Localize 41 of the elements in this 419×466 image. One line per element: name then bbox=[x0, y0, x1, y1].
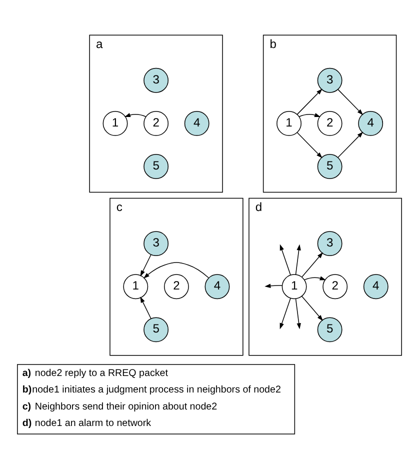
node-circle: 3 bbox=[144, 68, 169, 93]
arrow bbox=[338, 89, 364, 116]
node-circle: 2 bbox=[164, 274, 189, 300]
arrow bbox=[295, 244, 301, 275]
arrow bbox=[298, 113, 321, 118]
node-circle: 4 bbox=[184, 111, 210, 136]
arrow bbox=[140, 254, 152, 276]
node-circle: 2 bbox=[317, 111, 342, 136]
node-circle: 3 bbox=[144, 231, 169, 256]
arrow bbox=[124, 113, 146, 118]
node-circle: 3 bbox=[317, 68, 342, 93]
node-circle: 4 bbox=[363, 274, 388, 300]
arrow bbox=[295, 298, 301, 330]
node-circle: 3 bbox=[317, 231, 342, 256]
node-circle: 2 bbox=[322, 274, 348, 300]
node-circle: 4 bbox=[204, 274, 230, 300]
node-circle: 5 bbox=[144, 154, 169, 179]
arrow bbox=[140, 296, 152, 319]
node-circle: 5 bbox=[144, 317, 169, 342]
label: d) node1 an alarm to network bbox=[22, 418, 152, 429]
node-circle: 1 bbox=[282, 274, 307, 300]
arrow bbox=[280, 298, 291, 330]
arrow bbox=[280, 244, 291, 276]
node-circle: 1 bbox=[276, 111, 302, 136]
arrow bbox=[264, 284, 283, 288]
label: b)node1 initiates a judgment process in neighbors of node2 bbox=[22, 384, 281, 396]
arrow bbox=[143, 262, 209, 278]
arrow bbox=[304, 276, 326, 280]
node-circle: 4 bbox=[358, 111, 384, 136]
arrow bbox=[301, 296, 324, 322]
node-circle: 1 bbox=[102, 111, 128, 136]
arrow bbox=[296, 88, 322, 115]
node-circle: 1 bbox=[123, 274, 148, 300]
label: c) Neighbors send their opinion about node2 bbox=[22, 401, 218, 412]
arrow bbox=[301, 252, 324, 278]
node-circle: 5 bbox=[317, 317, 342, 342]
node-circle: 2 bbox=[144, 111, 169, 136]
arrow bbox=[296, 132, 322, 158]
node-circle: 5 bbox=[317, 154, 342, 179]
arrow bbox=[338, 132, 364, 158]
label: a) node2 reply to a RREQ packet bbox=[22, 368, 168, 380]
